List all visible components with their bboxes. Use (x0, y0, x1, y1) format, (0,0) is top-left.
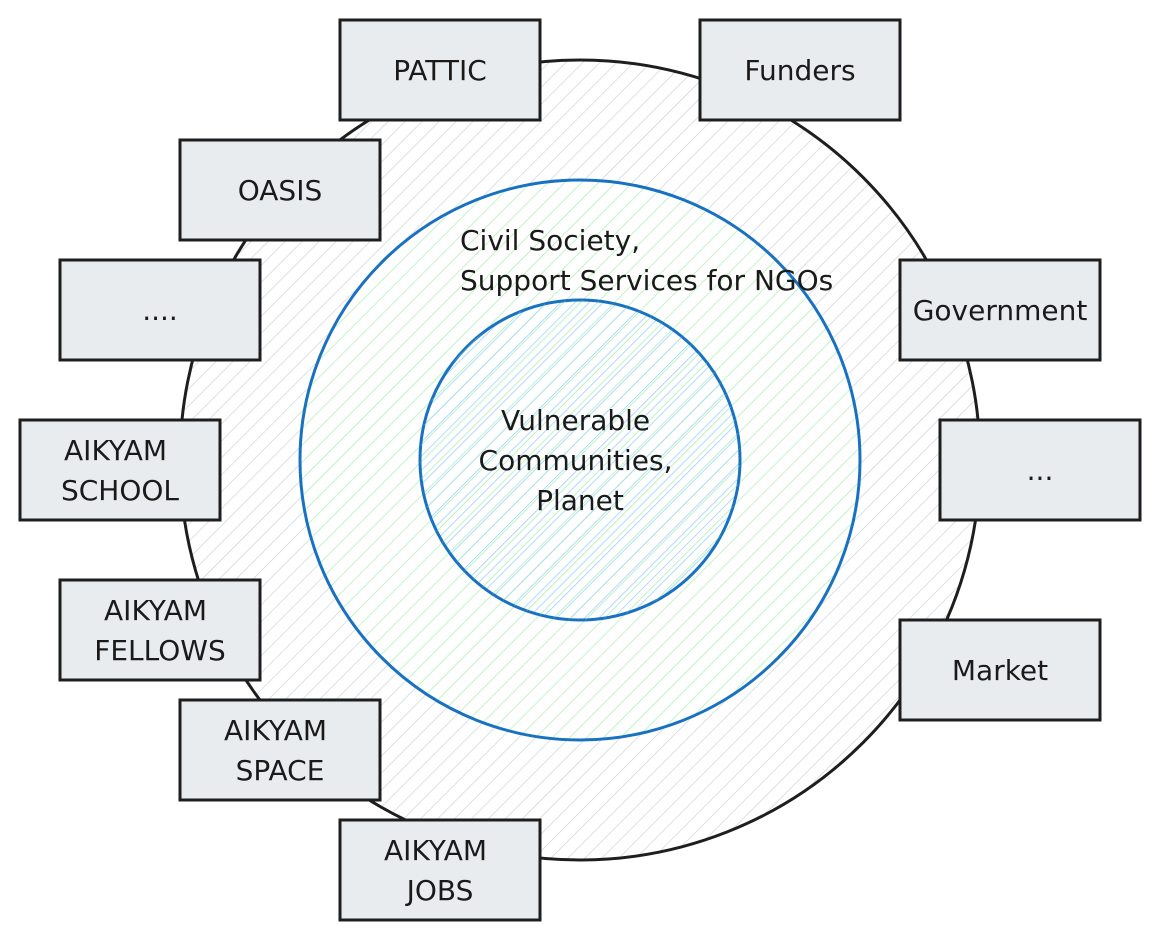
node-ellipsis-right-line-1: ... (1027, 454, 1054, 487)
node-aikyam-space[interactable]: AIKYAM SPACE (178, 698, 382, 802)
svg-text:AIKYAM SCHOOL: AIKYAM SCHOOL (61, 434, 179, 507)
svg-text:Funders: Funders (744, 54, 855, 87)
node-aikyam-fellows[interactable]: AIKYAM FELLOWS (58, 578, 262, 682)
node-aikyam-space-line-1: AIKYAM (224, 714, 327, 747)
middle-ring-line-1: Civil Society, (460, 224, 640, 257)
node-market-line-1: Market (952, 654, 1048, 687)
node-pattic[interactable]: PATTIC (338, 18, 542, 122)
node-ellipsis-right[interactable]: ... (938, 418, 1142, 522)
svg-text:AIKYAM FELLOWS: AIKYAM FELLOWS (94, 594, 226, 667)
node-aikyam-fellows-line-2: FELLOWS (94, 634, 226, 667)
node-funders[interactable]: Funders (698, 18, 902, 122)
center-label: Vulnerable Communities, Planet (479, 404, 682, 517)
svg-text:....: .... (142, 294, 178, 327)
node-aikyam-jobs-line-1: AIKYAM (384, 834, 487, 867)
node-pattic-line-1: PATTIC (393, 54, 487, 87)
node-aikyam-school[interactable]: AIKYAM SCHOOL (18, 418, 222, 522)
center-circle-overlay (420, 300, 740, 620)
svg-text:Market: Market (952, 654, 1048, 687)
node-oasis-line-1: OASIS (238, 174, 323, 207)
node-aikyam-jobs-line-2: JOBS (405, 874, 474, 907)
node-aikyam-school-line-1: AIKYAM (64, 434, 167, 467)
node-government-line-1: Government (913, 294, 1088, 327)
node-aikyam-jobs[interactable]: AIKYAM JOBS (338, 818, 542, 922)
node-government[interactable]: Government (898, 258, 1102, 362)
middle-ring-line-2: Support Services for NGOs (460, 264, 833, 297)
svg-text:Government: Government (913, 294, 1088, 327)
svg-text:AIKYAM JOBS: AIKYAM JOBS (384, 834, 496, 907)
svg-text:AIKYAM SPACE: AIKYAM SPACE (224, 714, 336, 787)
middle-ring-label: Civil Society, Support Services for NGOs (460, 224, 833, 297)
node-funders-line-1: Funders (744, 54, 855, 87)
svg-text:PATTIC: PATTIC (393, 54, 487, 87)
svg-text:...: ... (1027, 454, 1054, 487)
node-oasis[interactable]: OASIS (178, 138, 382, 242)
node-market[interactable]: Market (898, 618, 1102, 722)
node-aikyam-fellows-line-1: AIKYAM (104, 594, 207, 627)
node-aikyam-space-line-2: SPACE (236, 754, 325, 787)
node-ellipsis-left-line-1: .... (142, 294, 178, 327)
node-aikyam-school-line-2: SCHOOL (61, 474, 179, 507)
node-ellipsis-left[interactable]: .... (58, 258, 262, 362)
center-line-1: Vulnerable (501, 404, 650, 437)
center-line-3: Planet (536, 484, 624, 517)
svg-text:OASIS: OASIS (238, 174, 323, 207)
center-line-2: Communities, (479, 444, 673, 477)
